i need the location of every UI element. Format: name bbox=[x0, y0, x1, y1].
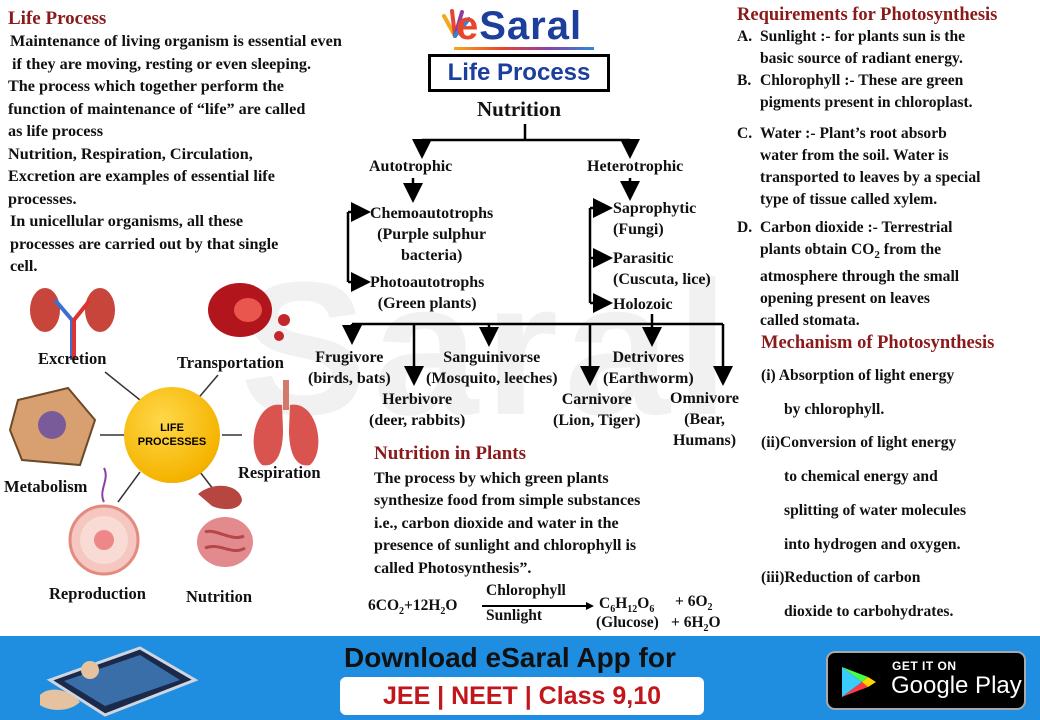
equation-glucose-formula: C6H12O6 bbox=[599, 595, 655, 616]
cell-icon bbox=[8, 386, 97, 467]
title-box: Life Process bbox=[428, 54, 610, 92]
life-processes-center: LIFE PROCESSES bbox=[124, 387, 220, 483]
intro-para-1: Maintenance of living organism is essent… bbox=[10, 32, 342, 73]
equation-catalyst-chlorophyll: Chlorophyll bbox=[486, 582, 566, 599]
tree-autotrophic: Autotrophic bbox=[369, 158, 453, 175]
equation-water: + 6H2O bbox=[671, 614, 721, 635]
google-play-big-text: Google Play bbox=[891, 672, 1022, 699]
mechanism-line-3: (ii)Conversion of light energy bbox=[761, 434, 957, 451]
mechanism-line-8: dioxide to carbohydrates. bbox=[784, 603, 954, 620]
mechanism-line-6: into hydrogen and oxygen. bbox=[784, 536, 961, 553]
tree-saprophytic: Saprophytic (Fungi) bbox=[613, 200, 697, 238]
life-processes-diagram bbox=[8, 283, 319, 576]
tree-root-nutrition: Nutrition bbox=[477, 97, 561, 121]
tree-parasitic: Parasitic (Cuscuta, lice) bbox=[613, 250, 711, 288]
nutrition-in-plants-heading: Nutrition in Plants bbox=[374, 443, 527, 464]
tree-frugivore: Frugivore (birds, bats) bbox=[308, 349, 391, 387]
tree-photoautotrophs: Photoautotrophs (Green plants) bbox=[370, 274, 485, 312]
tree-carnivore: Carnivore (Lion, Tiger) bbox=[553, 391, 641, 429]
footer-exam-pill: JEE | NEET | Class 9,10 bbox=[340, 677, 704, 715]
mechanism-line-1: (i) Absorption of light energy bbox=[761, 367, 955, 384]
life-process-heading: Life Process bbox=[8, 8, 107, 29]
equation-condition-sunlight: Sunlight bbox=[486, 607, 543, 624]
label-metabolism: Metabolism bbox=[4, 477, 88, 496]
lungs-icon bbox=[253, 380, 319, 466]
tree-detrivores: Detrivores (Earthworm) bbox=[603, 349, 694, 387]
digestive-system-icon bbox=[197, 485, 253, 567]
tablet-illustration-icon bbox=[40, 646, 199, 717]
nutrition-tree-connectors bbox=[342, 124, 733, 386]
mechanism-line-2: by chlorophyll. bbox=[784, 401, 885, 418]
google-play-small-text: GET IT ON bbox=[892, 659, 957, 673]
kidney-icon bbox=[30, 288, 115, 360]
label-nutrition: Nutrition bbox=[186, 587, 252, 606]
left-intro: Life Process Maintenance of living organ… bbox=[8, 8, 403, 278]
esaral-logo: eSaral bbox=[456, 4, 583, 48]
tree-holozoic: Holozoic bbox=[613, 296, 673, 313]
equation-glucose-label: (Glucose) bbox=[596, 614, 659, 631]
mechanism-line-4: to chemical energy and bbox=[784, 468, 938, 485]
page-title: Life Process bbox=[447, 59, 591, 86]
intro-para-3: Nutrition, Respiration, Circulation, Exc… bbox=[8, 144, 275, 208]
requirement-carbon-dioxide: D. Carbon dioxide :- Terrestrial plants … bbox=[737, 219, 960, 330]
google-play-button[interactable]: GET IT ON Google Play bbox=[826, 651, 1026, 710]
logo-underline bbox=[454, 47, 594, 50]
requirement-chlorophyll: B. Chlorophyll :- These are green pigmen… bbox=[737, 72, 973, 111]
blood-vessel-icon bbox=[208, 283, 290, 341]
nutrition-in-plants-text: The process by which green plants synthe… bbox=[374, 470, 641, 577]
tree-sanguinivorse: Sanguinivorse (Mosquito, leeches) bbox=[426, 349, 558, 387]
label-excretion: Excretion bbox=[38, 349, 107, 368]
footer-download-title: Download eSaral App for bbox=[344, 642, 676, 673]
label-transportation: Transportation bbox=[177, 353, 284, 372]
equation-arrow-icon bbox=[482, 602, 594, 610]
google-play-icon bbox=[842, 667, 876, 697]
esaral-logo-rays-icon bbox=[442, 9, 470, 38]
egg-cell-icon bbox=[68, 467, 140, 576]
equation-reactants: 6CO2+12H2O bbox=[368, 597, 458, 618]
mechanism-heading: Mechanism of Photosynthesis bbox=[761, 333, 995, 353]
tree-chemoautotrophs: Chemoautotrophs (Purple sulphur bacteria… bbox=[370, 205, 494, 264]
requirements-heading: Requirements for Photosynthesis bbox=[737, 5, 998, 25]
requirement-water: C. Water :- Plant’s root absorb water fr… bbox=[737, 125, 981, 208]
tree-herbivore: Herbivore (deer, rabbits) bbox=[369, 391, 466, 429]
equation-oxygen: + 6O2 bbox=[675, 593, 713, 614]
requirement-sunlight: A. Sunlight :- for plants sun is the bas… bbox=[737, 28, 966, 67]
mechanism-line-7: (iii)Reduction of carbon bbox=[761, 569, 921, 586]
mechanism-line-5: splitting of water molecules bbox=[784, 502, 967, 519]
tree-heterotrophic: Heterotrophic bbox=[587, 158, 684, 175]
label-respiration: Respiration bbox=[238, 463, 321, 482]
tree-omnivore: Omnivore (Bear, Humans) bbox=[670, 390, 740, 449]
intro-para-2: The process which together perform the f… bbox=[8, 77, 306, 140]
intro-para-4: In unicellular organisms, all these proc… bbox=[10, 212, 279, 275]
label-reproduction: Reproduction bbox=[49, 584, 146, 603]
